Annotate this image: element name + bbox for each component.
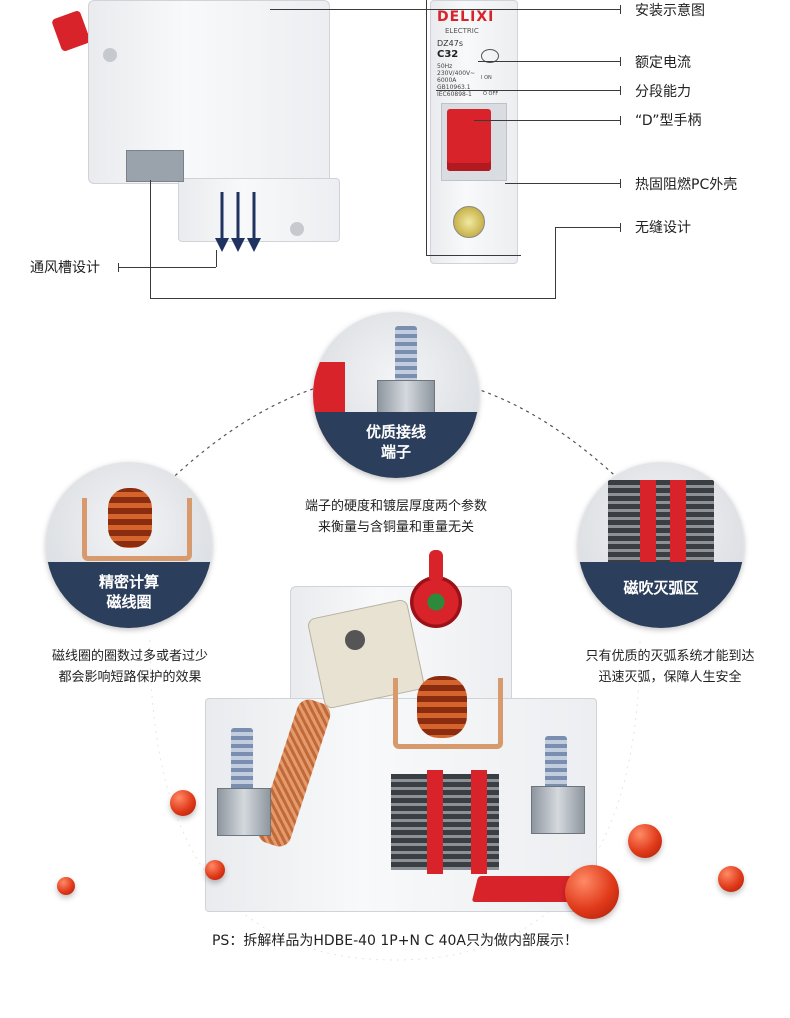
side-window — [126, 150, 184, 182]
decor-ball — [565, 865, 619, 919]
feature-arc-circle: 磁吹灭弧区 — [578, 462, 744, 628]
decor-ball — [205, 860, 225, 880]
feature-coil-desc-2: 都会影响短路保护的效果 — [58, 670, 202, 685]
certification-icon — [481, 49, 499, 63]
feature-terminal-banner: 优质接线 端子 — [313, 411, 479, 478]
side-screw-2 — [290, 222, 304, 236]
feature-terminal-title-2: 端子 — [380, 442, 411, 461]
callout-rated-current: 额定电流 — [635, 55, 691, 71]
front-logo-sub: ELECTRIC — [445, 27, 479, 35]
front-spec-1: 230V/400V~ — [437, 70, 476, 77]
breaker-front-view: DELIXI ELECTRIC DZ47s C32 50Hz 230V/400V… — [430, 0, 518, 264]
feature-coil-title-2: 磁线圈 — [106, 592, 152, 611]
feature-coil-desc-1: 磁线圈的圈数过多或者过少 — [51, 649, 208, 664]
front-off-text: O OFF — [483, 91, 499, 97]
callout-pc-shell: 热固阻燃PC外壳 — [635, 177, 738, 193]
arc-chute-strip-1 — [427, 770, 443, 874]
arc-chute-strip-2 — [471, 770, 487, 874]
breaker-side-view — [0, 0, 360, 300]
left-terminal-clamp — [217, 788, 271, 836]
feature-terminal-circle: 优质接线 端子 — [313, 312, 479, 478]
feature-terminal-desc-1: 端子的硬度和镀层厚度两个参数 — [304, 499, 487, 514]
right-terminal-screw — [545, 736, 567, 798]
feature-arc-banner: 磁吹灭弧区 — [578, 561, 744, 628]
front-model: DZ47s — [437, 39, 463, 48]
callout-d-handle: “D”型手柄 — [635, 113, 702, 129]
arc-plates — [608, 480, 714, 566]
decor-ball — [170, 790, 196, 816]
coil-winding — [108, 488, 152, 548]
front-logo: DELIXI — [437, 9, 495, 25]
feature-terminal-desc-2: 来衡量与含铜量和重量无关 — [317, 520, 474, 535]
red-knob — [410, 576, 462, 628]
right-terminal-clamp — [531, 786, 585, 834]
front-spec-3: GB10963.1 — [437, 84, 471, 91]
decor-ball — [718, 866, 744, 892]
front-on-text: I ON — [481, 75, 492, 81]
callout-vent: 通风槽设计 — [30, 260, 100, 276]
arc-red-strip-1 — [640, 480, 656, 566]
arc-red-strip-2 — [670, 480, 686, 566]
feature-coil-desc: 磁线圈的圈数过多或者过少 都会影响短路保护的效果 — [30, 646, 230, 688]
side-screw-1 — [103, 48, 117, 62]
coil-winding-main — [417, 676, 467, 738]
callout-breaking-capacity: 分段能力 — [635, 84, 691, 100]
left-terminal-screw — [231, 728, 253, 798]
terminal-screw-shaft — [395, 326, 417, 396]
feature-arc-desc-1: 只有优质的灭弧系统才能到达 — [585, 649, 755, 664]
vent-arrows-icon — [215, 192, 261, 252]
front-spec-2: 6000A — [437, 77, 457, 84]
feature-coil-banner: 精密计算 磁线圈 — [46, 561, 212, 628]
feature-arc-desc-2: 迅速灭弧，保障人生安全 — [598, 670, 742, 685]
decor-ball — [628, 824, 662, 858]
feature-terminal-desc: 端子的硬度和镀层厚度两个参数 来衡量与含铜量和重量无关 — [296, 496, 496, 538]
footer-note: PS：拆解样品为HDBE-40 1P+N C 40A只为做内部展示！ — [211, 933, 579, 949]
disassembled-breaker — [205, 548, 597, 918]
feature-arc-title-1: 磁吹灭弧区 — [623, 578, 699, 597]
feature-coil-title-1: 精密计算 — [98, 572, 159, 591]
callout-install: 安装示意图 — [635, 3, 705, 19]
feature-arc-desc: 只有优质的灭弧系统才能到达 迅速灭弧，保障人生安全 — [570, 646, 770, 688]
d-handle — [447, 109, 491, 171]
feature-coil-circle: 精密计算 磁线圈 — [46, 462, 212, 628]
mechanism-pin — [345, 630, 365, 650]
side-base — [178, 178, 340, 242]
feature-terminal-title-1: 优质接线 — [365, 422, 426, 441]
front-spec-0: 50Hz — [437, 63, 453, 70]
coil-bracket-main — [393, 678, 503, 749]
front-rating: C32 — [437, 49, 459, 60]
terminal-screw-icon — [453, 206, 485, 238]
callout-seamless: 无缝设计 — [635, 220, 691, 236]
coil-bracket — [82, 498, 192, 561]
red-knob-tip — [429, 550, 443, 580]
front-spec-4: IEC60898-1 — [437, 91, 472, 98]
decor-ball — [57, 877, 75, 895]
